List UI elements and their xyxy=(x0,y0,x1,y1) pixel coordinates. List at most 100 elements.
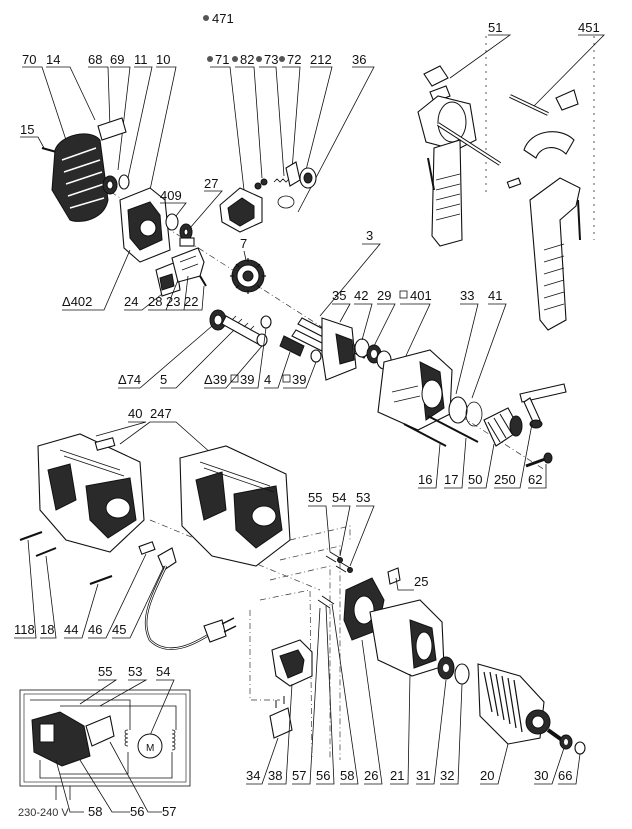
part-label-401: 401 xyxy=(410,288,432,303)
marker-square xyxy=(282,374,291,383)
end-cover-assembly xyxy=(41,117,195,263)
part-label-50: 50 xyxy=(468,472,482,487)
part-label-22: 22 xyxy=(184,294,198,309)
label-group-mid-left: Δ402 24 28 23 22 xyxy=(62,249,205,311)
part-label-5: 5 xyxy=(160,372,167,387)
part-label-409: 409 xyxy=(160,188,182,203)
wiring-label-58: 58 xyxy=(88,804,102,819)
part-label-58: 58 xyxy=(340,768,354,783)
part-label-38: 38 xyxy=(268,768,282,783)
part-label-71: 71 xyxy=(215,52,229,67)
part-label-39-square: 39 xyxy=(240,372,254,387)
part-label-73: 73 xyxy=(264,52,278,67)
part-label-23: 23 xyxy=(166,294,180,309)
part-label-18: 18 xyxy=(40,622,54,637)
part-label-39-square-b: 39 xyxy=(292,372,306,387)
part-label-68: 68 xyxy=(88,52,102,67)
motor-section xyxy=(249,525,586,761)
part-label-53: 53 xyxy=(356,490,370,505)
label-group-upper-left: 15 409 27 xyxy=(20,122,223,229)
wiring-label-53: 53 xyxy=(128,664,142,679)
part-label-11: 11 xyxy=(134,52,148,67)
part-label-247: 247 xyxy=(150,406,172,421)
marker-dot xyxy=(232,56,238,62)
part-label-15: 15 xyxy=(20,122,34,137)
wiring-diagram: 55 53 54 M 230-240 V 58 56 57 xyxy=(18,664,191,819)
part-label-72: 72 xyxy=(287,52,301,67)
part-label-54: 54 xyxy=(332,490,346,505)
part-label-55: 55 xyxy=(308,490,322,505)
leader-lines-top xyxy=(22,34,605,213)
part-label-44: 44 xyxy=(64,622,78,637)
mechanism-parts xyxy=(219,161,317,233)
part-label-17: 17 xyxy=(444,472,458,487)
marker-dot xyxy=(256,56,262,62)
marker-square xyxy=(230,374,239,383)
wiring-label-56: 56 xyxy=(130,804,144,819)
part-label-56: 56 xyxy=(316,768,330,783)
part-label-14: 14 xyxy=(46,52,60,67)
part-label-16: 16 xyxy=(418,472,432,487)
side-handle-assemblies xyxy=(417,36,595,331)
gear-and-switch-parts: 7 xyxy=(155,236,266,297)
main-housing: 40 247 xyxy=(19,406,291,650)
part-label-34: 34 xyxy=(246,768,260,783)
part-label-74-delta: Δ74 xyxy=(118,372,141,387)
wiring-label-57: 57 xyxy=(162,804,176,819)
part-label-212: 212 xyxy=(310,52,332,67)
svg-text:M: M xyxy=(146,743,154,754)
part-label-69: 69 xyxy=(110,52,124,67)
part-label-51: 51 xyxy=(488,20,502,35)
part-label-7: 7 xyxy=(240,236,247,251)
wiring-label-55: 55 xyxy=(98,664,112,679)
label-group-spindle: 3 35 42 29 401 33 41 Δ74 5 Δ39 39 4 39 xyxy=(118,228,507,399)
marker-dot xyxy=(279,56,285,62)
part-label-31: 31 xyxy=(416,768,430,783)
marker-dot xyxy=(207,56,213,62)
part-label-66: 66 xyxy=(558,768,572,783)
part-label-4: 4 xyxy=(264,372,271,387)
part-label-26: 26 xyxy=(364,768,378,783)
spindle-parts xyxy=(209,309,392,381)
part-label-82: 82 xyxy=(240,52,254,67)
part-label-36: 36 xyxy=(352,52,366,67)
part-label-471: 471 xyxy=(212,11,234,26)
part-label-62: 62 xyxy=(528,472,542,487)
label-group-motor: 55 54 53 25 34 38 57 56 58 26 21 31 32 2… xyxy=(246,490,581,785)
part-label-39-delta: Δ39 xyxy=(204,372,227,387)
part-label-118: 118 xyxy=(14,622,35,637)
wiring-label-54: 54 xyxy=(156,664,170,679)
part-label-28: 28 xyxy=(148,294,162,309)
part-label-24: 24 xyxy=(124,294,138,309)
part-label-10: 10 xyxy=(156,52,170,67)
part-label-40: 40 xyxy=(128,406,142,421)
part-label-29: 29 xyxy=(377,288,391,303)
part-label-3: 3 xyxy=(366,228,373,243)
label-group-housing: 118 18 44 46 45 xyxy=(14,539,165,639)
part-label-32: 32 xyxy=(440,768,454,783)
part-label-27: 27 xyxy=(204,176,218,191)
part-label-21: 21 xyxy=(390,768,404,783)
part-label-41: 41 xyxy=(488,288,502,303)
voltage-rating: 230-240 V xyxy=(18,807,69,819)
part-label-33: 33 xyxy=(460,288,474,303)
part-label-45: 45 xyxy=(112,622,126,637)
part-label-42: 42 xyxy=(354,288,368,303)
part-label-20: 20 xyxy=(480,768,494,783)
part-label-402-delta: Δ402 xyxy=(62,294,92,309)
marker-square xyxy=(399,290,408,299)
label-group-front: 16 17 50 250 62 xyxy=(418,423,547,489)
part-label-25: 25 xyxy=(414,574,428,589)
part-label-250: 250 xyxy=(494,472,516,487)
part-label-35: 35 xyxy=(332,288,346,303)
marker-dot xyxy=(203,15,209,21)
part-label-30: 30 xyxy=(534,768,548,783)
part-label-46: 46 xyxy=(88,622,102,637)
front-housing xyxy=(377,349,567,468)
part-label-451: 451 xyxy=(578,20,600,35)
label-group-top: 471 70 14 68 69 11 10 71 82 73 72 212 36… xyxy=(22,11,600,67)
part-label-57: 57 xyxy=(292,768,306,783)
part-label-70: 70 xyxy=(22,52,36,67)
